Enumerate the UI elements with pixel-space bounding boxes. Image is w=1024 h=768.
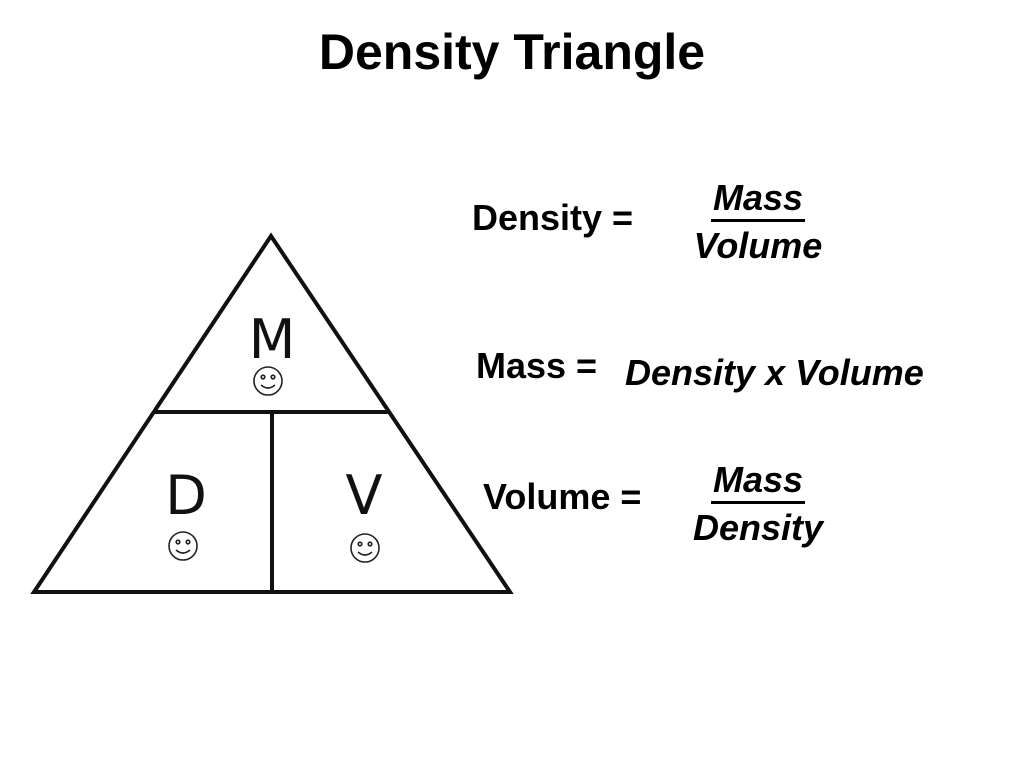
smiley-face-icon: [168, 531, 198, 561]
density-formula-denominator: Volume: [693, 225, 823, 266]
mass-formula-expression: Density x Volume: [625, 352, 924, 393]
density-formula-label: Density =: [472, 197, 634, 238]
volume-formula-numerator: Mass: [710, 459, 806, 504]
density-formula-fraction: Mass Volume: [678, 174, 838, 270]
volume-formula-fraction: Mass Density: [678, 456, 838, 552]
volume-formula-denominator: Density: [692, 507, 824, 548]
volume-formula-label: Volume =: [483, 476, 642, 517]
smiley-face-icon: [253, 366, 283, 396]
triangle-letter-density: D: [165, 464, 207, 527]
triangle-letter-volume: V: [346, 464, 383, 527]
density-triangle: M D V: [30, 232, 514, 594]
slide-title: Density Triangle: [318, 24, 706, 80]
triangle-letter-mass: M: [249, 308, 296, 371]
density-formula-numerator: Mass: [710, 177, 806, 222]
smiley-face-icon: [350, 533, 380, 563]
mass-formula-label: Mass =: [476, 345, 598, 386]
